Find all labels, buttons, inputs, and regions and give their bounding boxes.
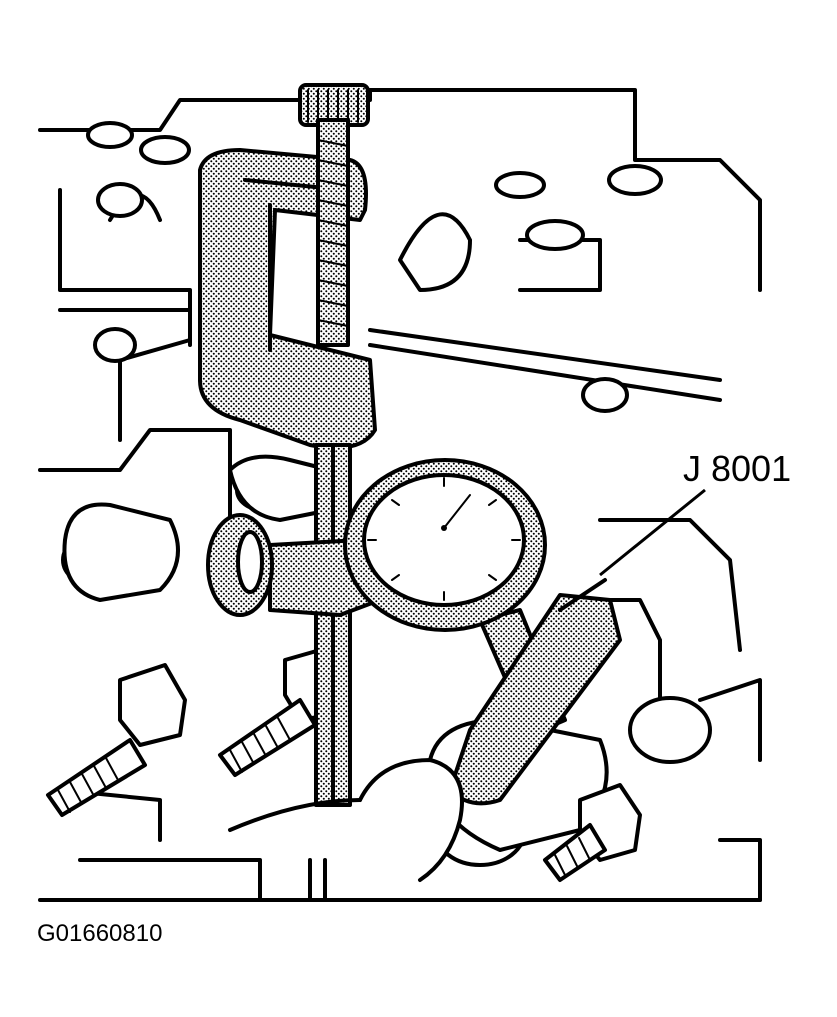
c-clamp (198, 83, 377, 450)
dial-indicator (343, 458, 622, 806)
push-rod (314, 443, 352, 807)
figure-id: G01660810 (37, 920, 163, 947)
hand (228, 758, 464, 882)
tool-callout-label: J 8001 (683, 448, 792, 489)
callout-leader (599, 488, 706, 577)
